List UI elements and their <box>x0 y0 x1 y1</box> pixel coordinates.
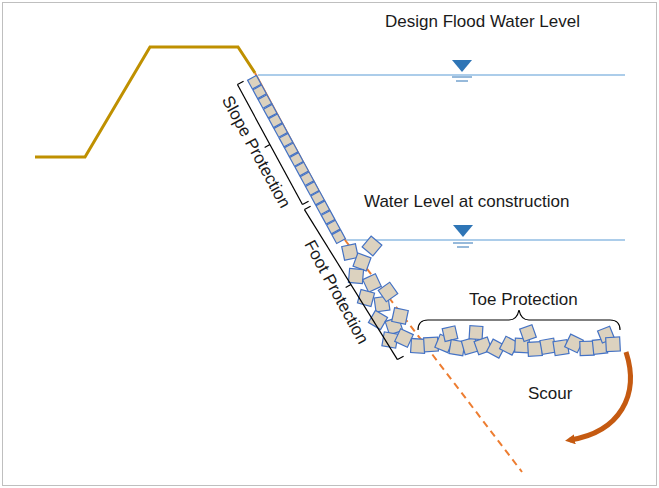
concrete-block <box>362 236 382 256</box>
water-level-tick <box>453 243 473 244</box>
concrete-block <box>392 308 409 325</box>
concrete-block <box>442 326 458 342</box>
water-level-tick <box>457 247 469 248</box>
design-flood-level-line <box>258 74 625 75</box>
water-level-symbol <box>452 60 472 72</box>
concrete-block <box>353 253 371 271</box>
concrete-block <box>368 310 387 329</box>
concrete-block <box>606 337 621 352</box>
design-flood-level-label: Design Flood Water Level <box>385 13 580 32</box>
scour-label: Scour <box>528 385 572 404</box>
scour-arrow <box>570 352 630 440</box>
concrete-block <box>332 230 346 244</box>
bracket-line <box>265 145 270 148</box>
armour-blocks <box>248 75 621 358</box>
water-level-tick <box>456 81 468 82</box>
construction-level-label: Water Level at construction <box>364 193 569 212</box>
bracket-line <box>346 285 351 288</box>
bracket-line <box>304 206 310 209</box>
concrete-block <box>348 268 363 283</box>
concrete-block <box>469 326 483 340</box>
original-slope-line <box>345 240 522 472</box>
water-level-symbol <box>453 225 473 237</box>
frame <box>3 3 657 486</box>
slope-brackets <box>237 81 403 359</box>
slope-protection-label: Slope Protection <box>217 93 293 211</box>
construction-level-line <box>345 239 625 240</box>
water-level-tick <box>452 77 472 78</box>
concrete-block <box>378 282 397 301</box>
concrete-block <box>520 325 537 342</box>
bracket-line <box>237 81 243 84</box>
bracket-line <box>302 201 308 204</box>
concrete-block <box>357 289 374 306</box>
toe-protection-label: Toe Protection <box>469 291 578 310</box>
bracket-line <box>397 356 403 359</box>
